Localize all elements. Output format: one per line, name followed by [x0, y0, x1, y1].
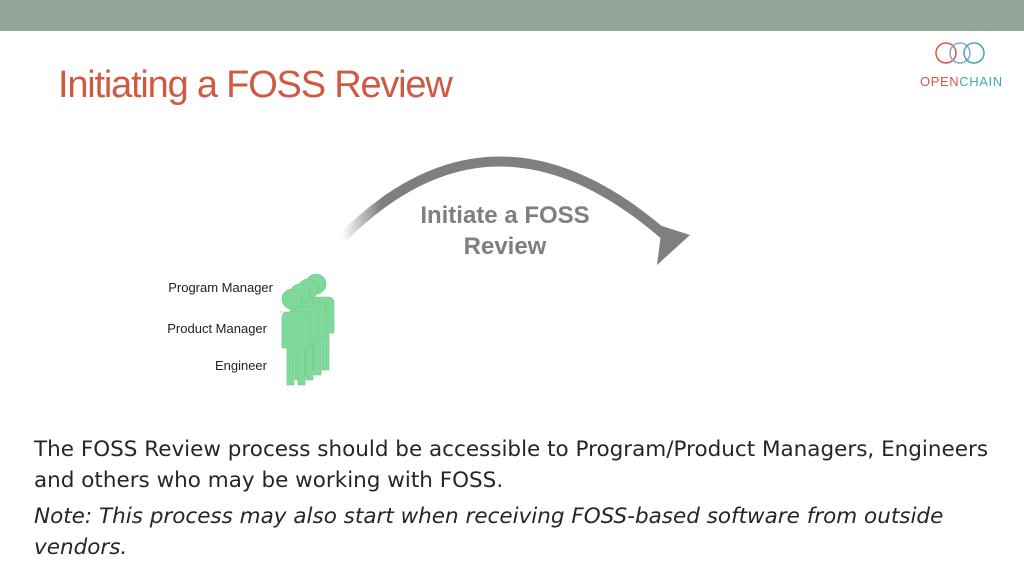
people-group-icon: [280, 273, 335, 386]
body-paragraph: The FOSS Review process should be access…: [34, 437, 989, 493]
logo-open-text: OPEN: [920, 74, 960, 89]
curved-arrow-icon: [338, 156, 690, 265]
diagram-label: Initiate a FOSS Review: [400, 200, 610, 262]
logo-wordmark: OPENCHAIN: [920, 74, 1003, 89]
diagram-label-line1: Initiate a FOSS: [420, 202, 590, 229]
role-engineer: Engineer: [214, 358, 267, 373]
role-product-manager: Product Manager: [167, 321, 267, 336]
logo-chain-text: CHAIN: [959, 74, 1003, 89]
openchain-logo-icon: [935, 42, 985, 64]
role-program-manager: Program Manager: [168, 280, 273, 295]
note-paragraph: Note: This process may also start when r…: [34, 504, 944, 560]
top-bar: [0, 0, 1024, 31]
slide-title: Initiating a FOSS Review: [58, 64, 453, 106]
diagram-label-line2: Review: [463, 233, 547, 260]
